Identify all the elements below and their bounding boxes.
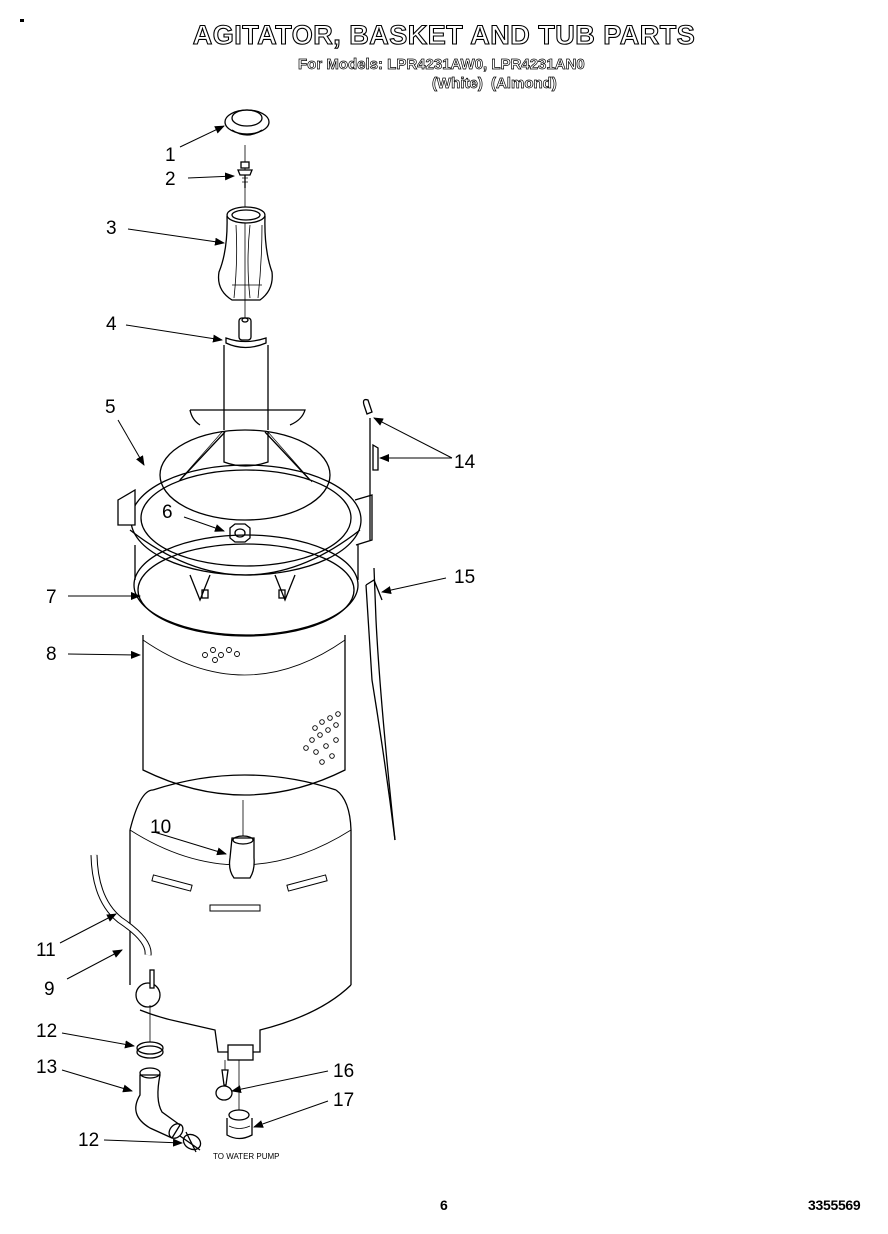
page-number: 6 [440, 1197, 448, 1213]
callout-4: 4 [106, 314, 117, 335]
callout-15: 15 [454, 567, 476, 588]
callout-13: 13 [36, 1057, 58, 1078]
callout-7: 7 [46, 587, 57, 608]
leader-lines [59, 125, 453, 1147]
callout-8: 8 [46, 644, 57, 665]
part-11-hose [90, 854, 152, 956]
callout-14: 14 [454, 452, 476, 473]
part-2-bolt [237, 161, 253, 188]
callout-17: 17 [333, 1090, 355, 1111]
callout-16: 16 [333, 1061, 355, 1082]
tub-outlet [135, 969, 161, 1050]
part-8-basket [142, 635, 346, 796]
callout-10: 10 [150, 817, 172, 838]
water-pump-note: TO WATER PUMP [213, 1152, 280, 1161]
callout-5: 5 [105, 397, 116, 418]
part-7-balance-ring [129, 529, 361, 637]
part-17-plug [226, 1060, 253, 1140]
callout-12-lower: 12 [78, 1130, 100, 1151]
part-10-fitting [228, 800, 255, 879]
part-4-drive-block [223, 317, 269, 430]
callout-6: 6 [162, 502, 173, 523]
colors-line: (White) (Almond) [432, 75, 558, 93]
part-5-tub-ring [117, 409, 373, 576]
part-13-elbow-hose [135, 1067, 184, 1139]
part-16-screw [215, 1060, 233, 1101]
callout-11: 11 [36, 940, 56, 961]
callout-12-upper: 12 [36, 1021, 58, 1042]
callout-3: 3 [106, 218, 117, 239]
page-title: AGITATOR, BASKET AND TUB PARTS [192, 19, 696, 50]
document-number: 3355569 [808, 1197, 861, 1213]
part-12-clamp-upper [136, 1041, 164, 1059]
callout-9: 9 [44, 979, 55, 1000]
part-14-clips [362, 398, 379, 540]
callout-2: 2 [165, 169, 176, 190]
corner-mark [20, 19, 24, 22]
part-12-clamp-lower [179, 1131, 202, 1153]
part-9-outer-tub [129, 774, 352, 1061]
part-1-agitator-cap [224, 109, 270, 136]
part-6-nut [229, 523, 251, 543]
callout-1: 1 [165, 145, 176, 166]
models-line: For Models: LPR4231AW0, LPR4231AN0 [298, 56, 585, 74]
part-15-shield [365, 567, 396, 841]
part-3-agitator-barrel [217, 206, 273, 301]
